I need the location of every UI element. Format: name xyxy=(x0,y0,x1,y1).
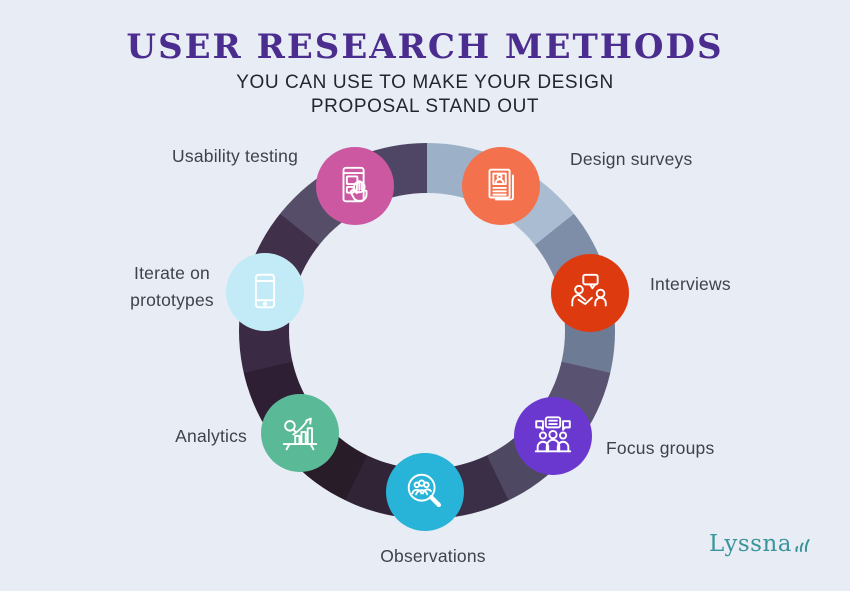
subtitle-line-2: PROPOSAL STAND OUT xyxy=(310,95,540,117)
node-iterate-on-prototypes xyxy=(226,253,304,331)
brand-logo-text: Lyssna xyxy=(709,531,792,557)
growth-chart-icon xyxy=(282,417,318,451)
page-subtitle: YOU CAN USE TO MAKE YOUR DESIGN PROPOSAL… xyxy=(0,71,850,119)
node-usability-testing xyxy=(316,147,394,225)
label-analytics: Analytics xyxy=(175,426,247,446)
page-title: USER RESEARCH METHODS xyxy=(126,27,724,67)
node-focus-groups xyxy=(514,397,592,475)
brand-logo: Lyssna xyxy=(709,531,812,557)
node-analytics xyxy=(261,394,339,472)
label-iterate-on-prototypes: Iterate on prototypes xyxy=(130,263,214,311)
node-design-surveys xyxy=(462,147,540,225)
label-usability-testing: Usability testing xyxy=(172,146,298,166)
soundwave-icon xyxy=(795,539,810,552)
label-focus-groups: Focus groups xyxy=(606,438,715,458)
prototype-phone-icon xyxy=(254,273,276,309)
subtitle-line-1: YOU CAN USE TO MAKE YOUR DESIGN xyxy=(236,72,614,93)
interview-chat-icon xyxy=(571,273,607,307)
label-interviews: Interviews xyxy=(650,274,731,294)
node-observations xyxy=(386,453,464,531)
phone-tap-icon xyxy=(342,166,368,203)
group-discussion-icon xyxy=(534,416,572,453)
label-observations: Observations xyxy=(380,546,486,566)
header: USER RESEARCH METHODS YOU CAN USE TO MAK… xyxy=(0,30,850,119)
survey-document-icon xyxy=(488,168,514,201)
node-interviews xyxy=(551,254,629,332)
label-design-surveys: Design surveys xyxy=(570,149,693,169)
magnifier-people-icon xyxy=(407,473,442,508)
